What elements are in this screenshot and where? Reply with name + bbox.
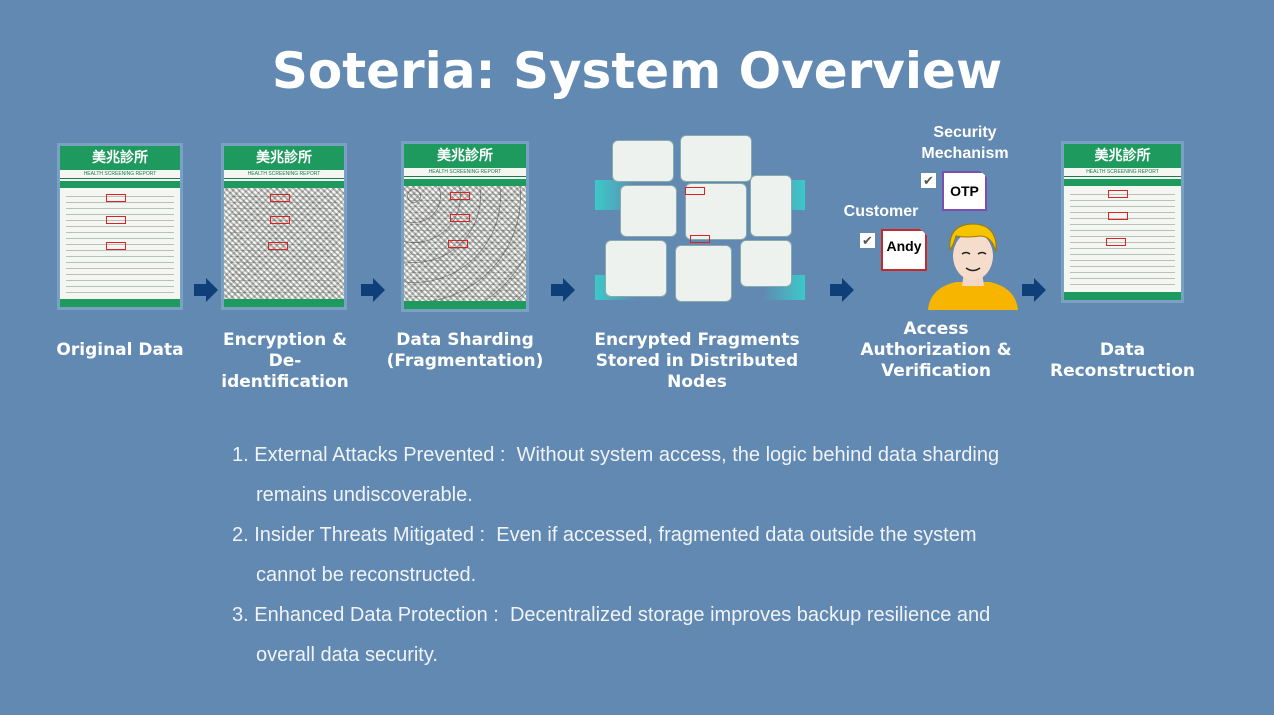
slide-title: Soteria: System Overview bbox=[271, 42, 1003, 100]
document-header: HEALTH SCREENING REPORT bbox=[60, 170, 180, 179]
list-item: 1. External Attacks Prevented : Without … bbox=[232, 444, 1000, 506]
customer-card: Andy bbox=[881, 229, 927, 271]
customer-label: Customer bbox=[843, 203, 919, 220]
checkbox-icon: ✔ bbox=[860, 233, 875, 248]
stage-label: Encrypted Fragments Stored in Distribute… bbox=[594, 330, 800, 392]
otp-card: OTP bbox=[942, 171, 987, 211]
document-logo: 美兆診所 bbox=[60, 146, 180, 170]
stage-label: Data Sharding (Fragmentation) bbox=[386, 330, 544, 371]
document-logo: 美兆診所 bbox=[404, 144, 526, 168]
document-header: HEALTH SCREENING REPORT bbox=[224, 170, 344, 179]
stage-label: Original Data bbox=[56, 340, 184, 360]
document-logo: 美兆診所 bbox=[224, 146, 344, 170]
document-header: HEALTH SCREENING REPORT bbox=[1064, 168, 1181, 177]
list-item: 3. Enhanced Data Protection : Decentrali… bbox=[232, 604, 991, 666]
stage-label: Encryption & De-identification bbox=[221, 330, 349, 392]
stage-label: Data Reconstruction bbox=[1049, 340, 1196, 381]
user-avatar bbox=[928, 223, 1018, 310]
document-logo: 美兆診所 bbox=[1064, 144, 1181, 168]
stage-label: Access Authorization & Verification bbox=[860, 319, 1012, 381]
benefits-list: 1. External Attacks Prevented : Without … bbox=[232, 435, 1032, 675]
document-header: HEALTH SCREENING REPORT bbox=[404, 168, 526, 177]
checkbox-icon: ✔ bbox=[921, 173, 936, 188]
distributed-fragments-image bbox=[590, 135, 810, 307]
list-item: 2. Insider Threats Mitigated : Even if a… bbox=[232, 524, 977, 586]
security-mechanism-label: Security Mechanism bbox=[921, 124, 1009, 162]
